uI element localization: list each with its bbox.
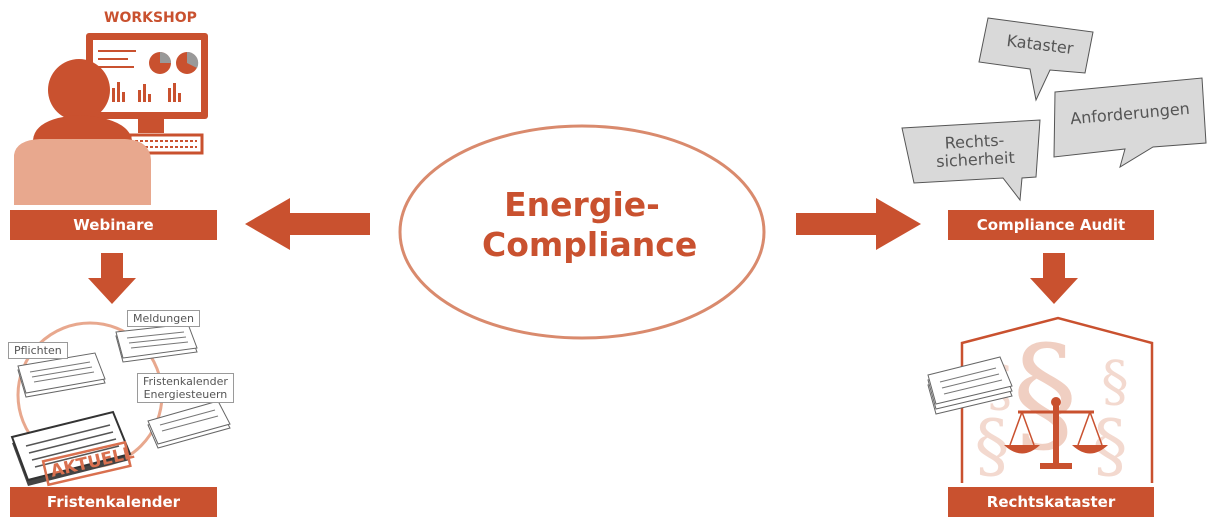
paper-stack-pflichten-icon bbox=[17, 352, 106, 398]
paper-stack-energiesteuern-icon bbox=[147, 400, 231, 449]
webinare-label: Webinare bbox=[10, 210, 217, 240]
rechtskataster-label: Rechtskataster bbox=[948, 487, 1154, 517]
workshop-monitor-icon bbox=[86, 33, 208, 155]
aktuell-stamp bbox=[41, 440, 132, 487]
tag-pflichten: Pflichten bbox=[8, 342, 68, 359]
paper-stack-aktuell-icon bbox=[10, 410, 132, 486]
center-title: Energie- Compliance bbox=[482, 185, 698, 265]
tag-fk-line1: Fristenkalender bbox=[143, 375, 228, 388]
svg-text:§: § bbox=[975, 405, 1010, 487]
center-ellipse bbox=[398, 124, 766, 340]
fristenkalender-label: Fristenkalender bbox=[10, 487, 217, 517]
compliance-audit-label: Compliance Audit bbox=[948, 210, 1154, 240]
center-title-line2: Compliance bbox=[482, 225, 698, 264]
workshop-label: WORKSHOP bbox=[104, 10, 197, 26]
bubble-anforderungen bbox=[1053, 77, 1207, 169]
arrow-down-right bbox=[1030, 253, 1078, 304]
paper-stack-meldungen-icon bbox=[115, 323, 198, 363]
bubble-kataster bbox=[978, 17, 1094, 102]
rechtskataster-house-icon: § § § § § bbox=[960, 316, 1154, 487]
paper-stack-rechtskataster-icon bbox=[927, 356, 1013, 415]
bubble-rechtssicherheit-text: Rechts- sicherheit bbox=[919, 130, 1031, 172]
person-icon bbox=[14, 59, 151, 205]
arrow-left bbox=[245, 198, 370, 250]
tag-meldungen: Meldungen bbox=[127, 310, 200, 327]
tag-fk-line2: Energiesteuern bbox=[143, 388, 228, 401]
svg-text:§: § bbox=[1101, 349, 1129, 413]
svg-text:§: § bbox=[1013, 317, 1078, 469]
scales-icon bbox=[1004, 397, 1108, 469]
bubble-rechtssicherheit bbox=[901, 119, 1041, 202]
arrow-down-left bbox=[88, 253, 136, 304]
arrow-right bbox=[796, 198, 921, 250]
tag-fristenkalender-energiesteuern: Fristenkalender Energiesteuern bbox=[137, 373, 234, 403]
center-title-line1: Energie- bbox=[504, 185, 660, 224]
